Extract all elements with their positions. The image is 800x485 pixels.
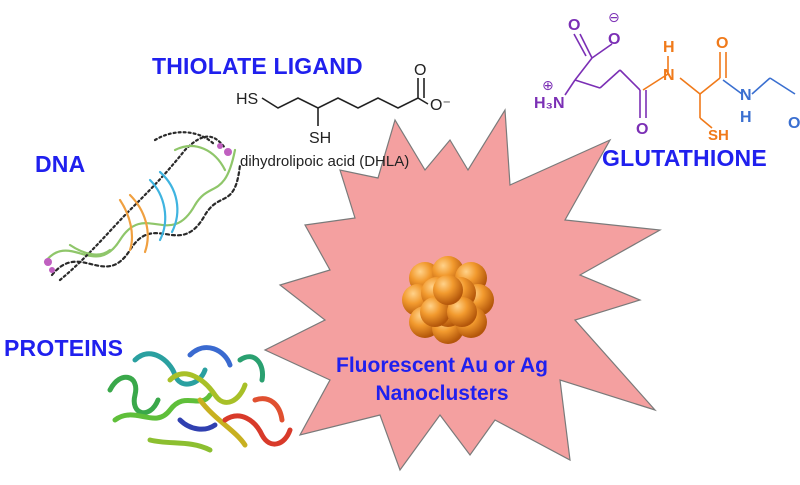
center-label-line2: Nanoclusters [375,382,508,405]
gsh-minus-text: ⊖ [608,10,620,26]
glutathione-structure [564,33,796,129]
dhla-sh-text: SH [309,130,331,147]
gsh-o-minus-text: O [608,31,620,48]
gsh-o-purple-text: O [636,121,648,138]
nanocluster-icon [402,256,494,344]
thiolate-ligand-title: THIOLATE LIGAND [152,53,363,79]
gsh-o-orange-text: O [716,35,728,52]
glutathione-title: GLUTATHIONE [602,145,767,171]
gsh-sh-text: SH [708,127,729,144]
gsh-o-top-text: O [568,17,580,34]
dna-title: DNA [35,151,86,177]
gsh-nh-h-text: H [663,39,675,56]
dhla-o-text: O [414,62,426,79]
dhla-hs-text: HS [236,91,258,108]
gsh-n1-text: N [663,67,675,84]
proteins-title: PROTEINS [4,335,124,361]
gsh-o-blue-text: O [788,115,800,132]
gsh-h2-text: H [740,109,752,126]
gsh-h3n-text: H₃N [534,95,565,112]
dhla-name-text: dihydrolipoic acid (DHLA) [240,153,409,170]
dhla-ominus-text: O⁻ [430,97,451,114]
dna-helix-icon [43,131,242,282]
dhla-structure [261,78,429,126]
center-label-line1: Fluorescent Au or Ag [336,354,548,377]
protein-ribbon-icon [107,345,293,453]
gsh-n2-text: N [740,87,752,104]
gsh-plus-text: ⊕ [542,78,554,94]
